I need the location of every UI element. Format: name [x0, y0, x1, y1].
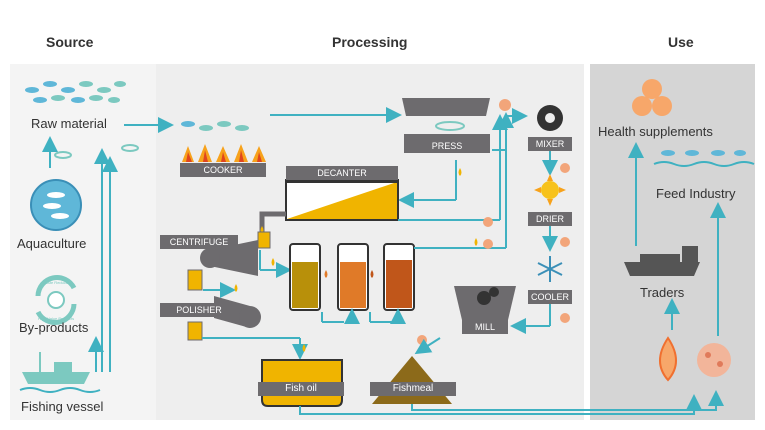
drier-icon — [534, 174, 566, 206]
mill-icon — [454, 286, 516, 320]
fishcake-icon — [560, 313, 570, 323]
cooker-icon — [181, 121, 266, 162]
fish-oil-label: Fish oil — [258, 382, 344, 396]
fishcake-icon — [499, 99, 511, 111]
by-products-label: By-products — [19, 320, 89, 335]
cooker-label: COOKER — [180, 163, 266, 177]
tank-1 — [289, 243, 321, 311]
centrifuge-label: CENTRIFUGE — [160, 235, 238, 249]
fishmeal-powder-icon — [697, 343, 731, 377]
tank-2 — [337, 243, 369, 311]
processing-title: Processing — [332, 34, 408, 50]
tank-3 — [383, 243, 415, 311]
source-panel — [10, 64, 156, 420]
fishcake-icon — [483, 217, 493, 227]
aquaculture-icon — [30, 179, 82, 231]
mill-label: MILL — [462, 320, 508, 334]
mixer-icon — [537, 105, 563, 131]
health-supplements-label: Health supplements — [598, 124, 713, 139]
use-title: Use — [668, 34, 694, 50]
centrifuge-icon — [200, 231, 271, 276]
press-label: PRESS — [404, 139, 490, 153]
mixer-label: MIXER — [528, 137, 572, 151]
fishing-vessel-label: Fishing vessel — [21, 399, 104, 414]
recycle-icon — [35, 274, 77, 326]
raw-material-label: Raw material — [31, 116, 107, 131]
polisher-label: POLISHER — [160, 303, 238, 317]
fishcake-icon — [560, 237, 570, 247]
feed-industry-label: Feed Industry — [656, 186, 736, 201]
fishcake-icon — [560, 163, 570, 173]
drier-label: DRIER — [528, 212, 572, 226]
cooler-label: COOLER — [528, 290, 572, 304]
snowflake-icon — [537, 256, 563, 282]
decanter-icon — [285, 179, 399, 221]
fishcake-icon — [417, 335, 427, 345]
oil-drop-icon — [659, 336, 677, 382]
badge-bottom-text: High Value Products — [38, 316, 75, 321]
source-title: Source — [46, 34, 94, 50]
fishing-vessel-icon — [19, 352, 101, 393]
feed-fish-icon — [653, 150, 755, 167]
aquaculture-label: Aquaculture — [17, 236, 87, 251]
fishcake-icon — [483, 239, 493, 249]
decanter-label: DECANTER — [286, 166, 398, 180]
press-icon — [402, 98, 490, 140]
fish-skeleton-icon — [54, 144, 139, 159]
cargo-ship-icon — [624, 246, 700, 276]
traders-label: Traders — [640, 285, 685, 300]
fish-school-icon — [25, 81, 126, 103]
supplement-capsules-icon — [632, 79, 672, 116]
badge-top-text: Waste Reduction — [42, 280, 73, 285]
fishmeal-pile — [372, 356, 452, 404]
fishmeal-label: Fishmeal — [370, 382, 456, 396]
